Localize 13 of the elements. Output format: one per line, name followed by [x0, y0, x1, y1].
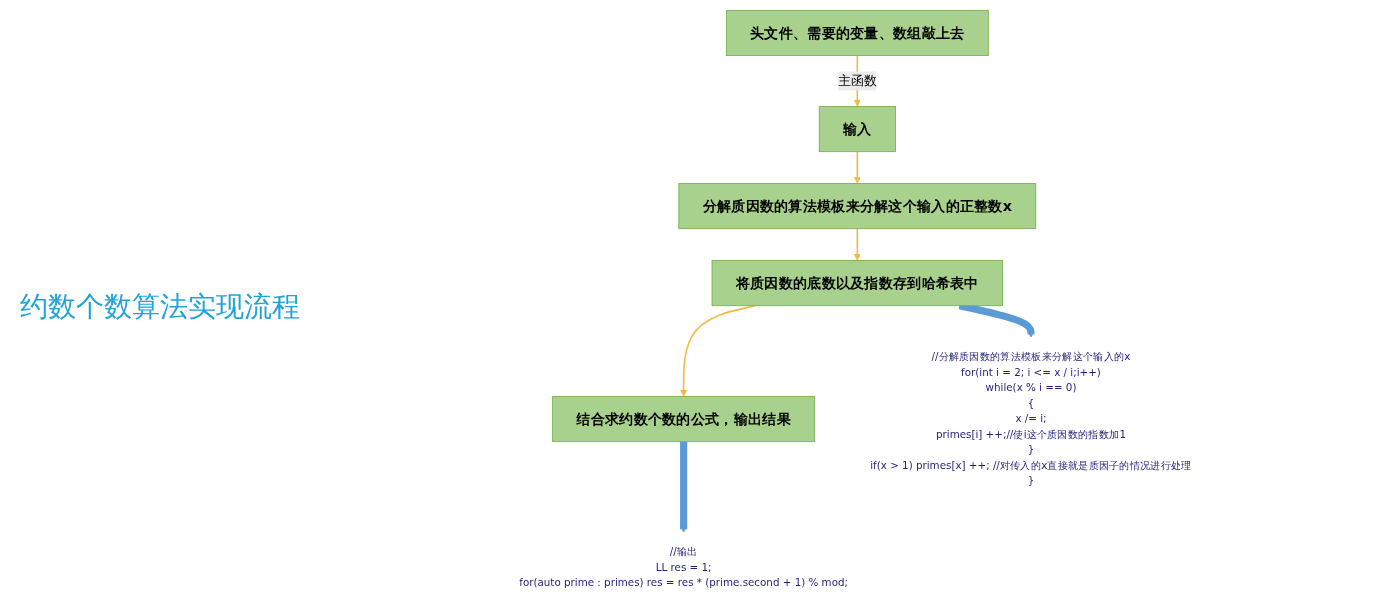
diagram-title: 约数个数算法实现流程 — [19, 288, 301, 325]
edge-label: 主函数 — [837, 73, 876, 89]
node-text: //分解质因数的算法模板来分解这个输入的x for(int i = 2; i <= x / i;i++) while(x % i == 0) { x /= i; primes[i] ++;//使i这个质因数的指数加1 } if(x > 1) primes[x] ++; //对传入的x直接就是质因子的情况进行处理 } — [869, 350, 1192, 487]
node-box: 将质因数的底数以及指数存到哈希表中 — [711, 260, 1003, 307]
node-box: 分解质因数的算法模板来分解这个输入的正整数x — [677, 183, 1036, 230]
node-box: 输入 — [818, 106, 896, 153]
arrow — [679, 304, 756, 397]
arrow — [853, 227, 861, 261]
node-box: 结合求约数个数的公式，输出结果 — [551, 396, 815, 443]
arrow — [679, 441, 687, 533]
node-text: //输出 LL res = 1; for(auto prime : primes) res = res * (prime.second + 1) % mod; — [518, 545, 848, 589]
node-box: 头文件、需要的变量、数组敲上去 — [725, 9, 989, 56]
arrow — [853, 150, 861, 184]
